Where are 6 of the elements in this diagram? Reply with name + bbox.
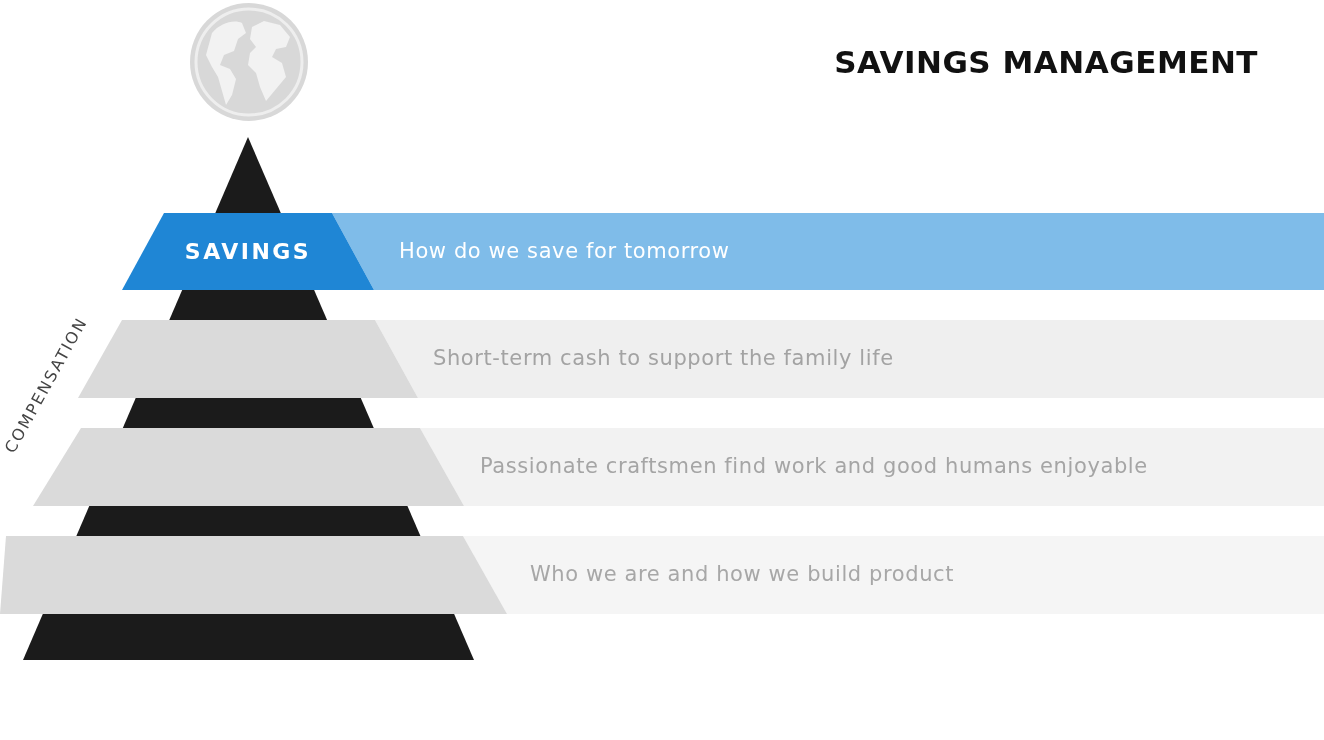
page-title: SAVINGS MANAGEMENT (834, 44, 1258, 82)
tier-description: Short-term cash to support the family life (433, 346, 894, 372)
tier-description: How do we save for tomorrow (399, 238, 730, 265)
tier-label: SAVINGS (184, 238, 312, 265)
tier-description: Who we are and how we build product (530, 562, 955, 588)
tier-description: Passionate craftsmen find work and good humans enjoyable (480, 454, 1148, 480)
